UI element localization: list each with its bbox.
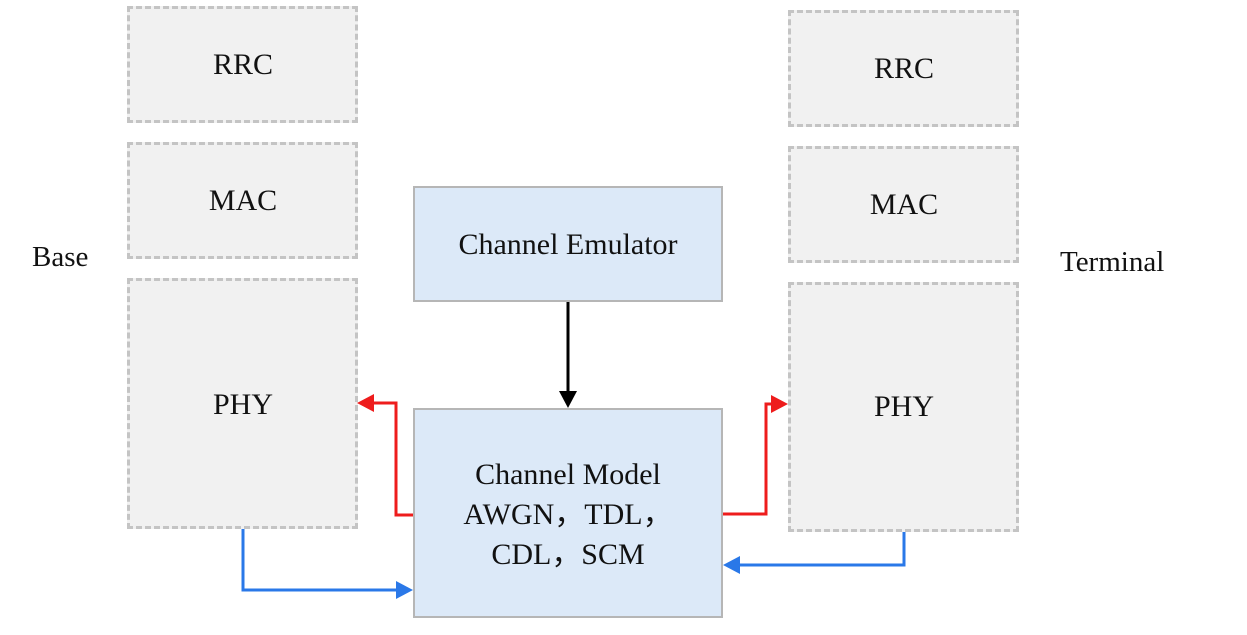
base-rrc-label: RRC bbox=[212, 48, 274, 81]
base-phy-box bbox=[127, 278, 358, 529]
channel-model-types-line1: AWGN，TDL， bbox=[463, 498, 673, 531]
terminal-phy-box bbox=[788, 282, 1019, 532]
terminal-label: Terminal bbox=[1060, 246, 1165, 278]
terminal-mac-box bbox=[788, 146, 1019, 263]
channel-model-text: Channel Model AWGN，TDL， CDL，SCM bbox=[413, 455, 723, 575]
base-phy-to-model-arrow bbox=[241, 529, 413, 599]
base-mac-label: MAC bbox=[208, 184, 278, 217]
base-mac-box bbox=[127, 142, 358, 259]
channel-emulator-label: Channel Emulator bbox=[458, 228, 678, 261]
emulator-to-model-arrow bbox=[559, 302, 577, 408]
base-rrc-box bbox=[127, 6, 358, 123]
model-to-terminal-phy-arrow bbox=[723, 395, 788, 516]
terminal-mac-label: MAC bbox=[869, 188, 939, 221]
terminal-rrc-label: RRC bbox=[873, 52, 935, 85]
terminal-phy-label: PHY bbox=[873, 390, 935, 423]
channel-emulator-box bbox=[413, 186, 723, 302]
channel-model-box bbox=[413, 408, 723, 618]
channel-model-title: Channel Model bbox=[475, 458, 661, 491]
channel-model-types-line2: CDL，SCM bbox=[491, 538, 645, 571]
base-label: Base bbox=[32, 241, 89, 273]
base-phy-label: PHY bbox=[212, 388, 274, 421]
terminal-phy-to-model-arrow bbox=[723, 532, 906, 574]
terminal-rrc-box bbox=[788, 10, 1019, 127]
model-to-base-phy-arrow bbox=[357, 394, 413, 517]
